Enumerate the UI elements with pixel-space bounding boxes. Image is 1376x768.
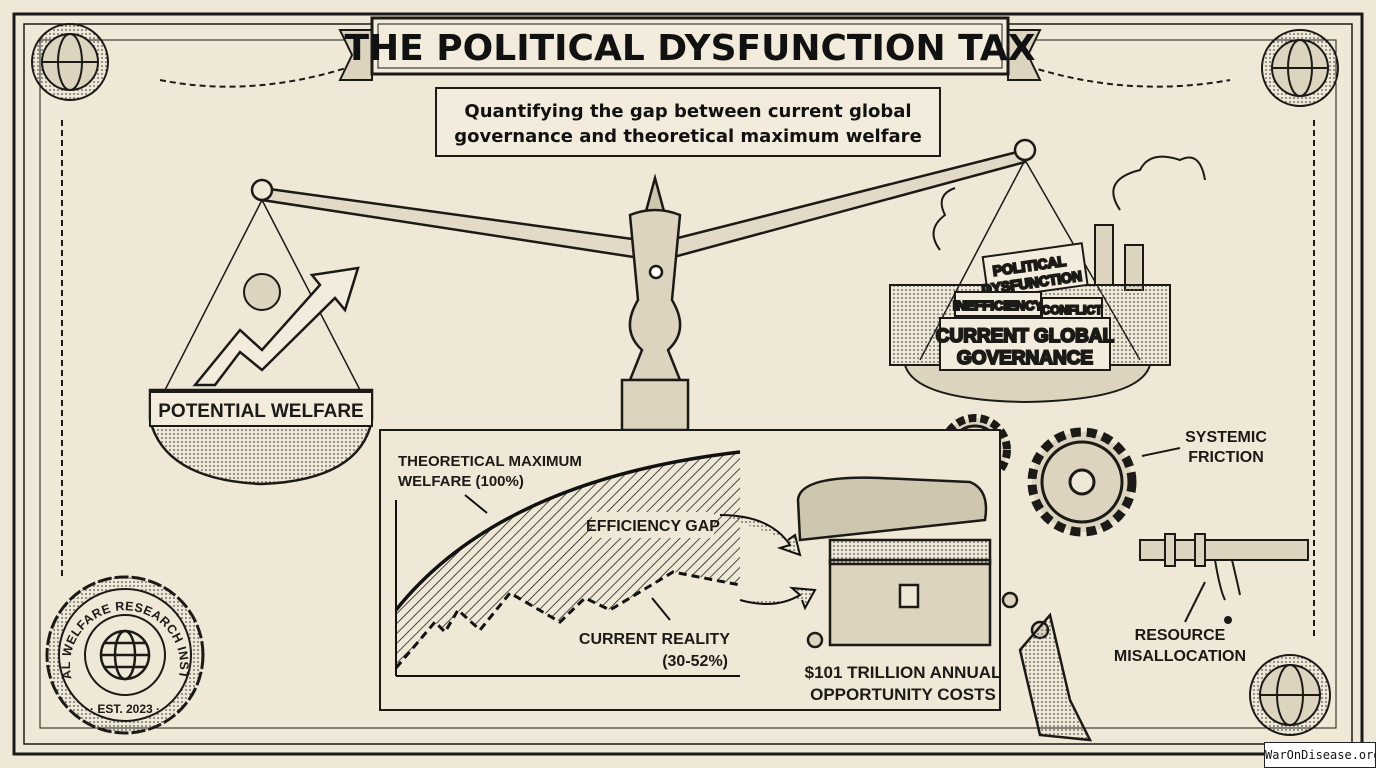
globe-icon-bottom-right: [1249, 654, 1331, 736]
right-pan-factory: POLITICAL DYSFUNCTION INEFFICIENCY CONFL…: [889, 155, 1206, 404]
seal-est: · EST. 2023 ·: [90, 702, 160, 716]
arrow-icon: [1141, 447, 1181, 457]
efficiency-gap-label: EFFICIENCY GAP: [586, 518, 720, 535]
subtitle-line-1: Quantifying the gap between current glob…: [464, 101, 911, 122]
opportunity-cost-label-2: OPPORTUNITY COSTS: [810, 685, 996, 704]
resource-misallocation-label-1: RESOURCE: [1135, 627, 1226, 644]
potential-welfare-label: POTENTIAL WELFARE: [158, 401, 363, 422]
max-welfare-line: [394, 450, 741, 612]
current-reality-label-1: CURRENT REALITY: [579, 631, 730, 648]
resource-misallocation-label-2: MISALLOCATION: [1114, 648, 1246, 665]
sun-icon: [243, 273, 281, 311]
systemic-friction-label-2: FRICTION: [1188, 449, 1264, 466]
ground-crack: [1018, 612, 1093, 742]
globe-icon: [99, 629, 151, 681]
left-pan: POTENTIAL WELFARE: [148, 266, 374, 486]
page-title: THE POLITICAL DYSFUNCTION TAX: [344, 28, 1035, 69]
current-governance-label-2: GOVERNANCE: [957, 348, 1093, 369]
balance-scale: [164, 138, 1141, 432]
watermark: WarOnDisease.org: [1264, 742, 1376, 768]
current-reality-line: [394, 570, 741, 669]
block-inefficiency: INEFFICIENCY: [953, 298, 1044, 313]
globe-icon-top-left: [31, 23, 109, 101]
max-welfare-label-2: WELFARE (100%): [398, 473, 524, 490]
svg-text:GLOBAL WELFARE RESEARCH INSTIT: GLOBAL WELFARE RESEARCH INSTITUTE: [0, 0, 191, 681]
arrow-icon: [739, 586, 817, 611]
systemic-friction-label-1: SYSTEMIC: [1185, 429, 1267, 446]
current-governance-label-1: CURRENT GLOBAL: [936, 326, 1115, 347]
seal-name: GLOBAL WELFARE RESEARCH INSTITUTE: [0, 0, 191, 681]
rising-arrow-icon: [192, 266, 360, 387]
opportunity-cost-label-1: $101 TRILLION ANNUAL: [805, 663, 1002, 682]
globe-icon-top-right: [1261, 29, 1339, 107]
current-reality-label-2: (30-52%): [662, 653, 728, 670]
title-banner: THE POLITICAL DYSFUNCTION TAX: [338, 16, 1042, 81]
subtitle-box: Quantifying the gap between current glob…: [435, 87, 941, 157]
subtitle-line-2: governance and theoretical maximum welfa…: [454, 126, 922, 147]
institute-seal: GLOBAL WELFARE RESEARCH INSTITUTE · EST.…: [0, 0, 205, 735]
leaking-pipe-icon: [1139, 533, 1309, 624]
max-welfare-label-1: THEORETICAL MAXIMUM: [398, 453, 582, 470]
arrow-icon: [719, 514, 802, 557]
block-conflict: CONFLICT: [1042, 303, 1103, 317]
treasure-chest-icon: [796, 476, 1093, 742]
